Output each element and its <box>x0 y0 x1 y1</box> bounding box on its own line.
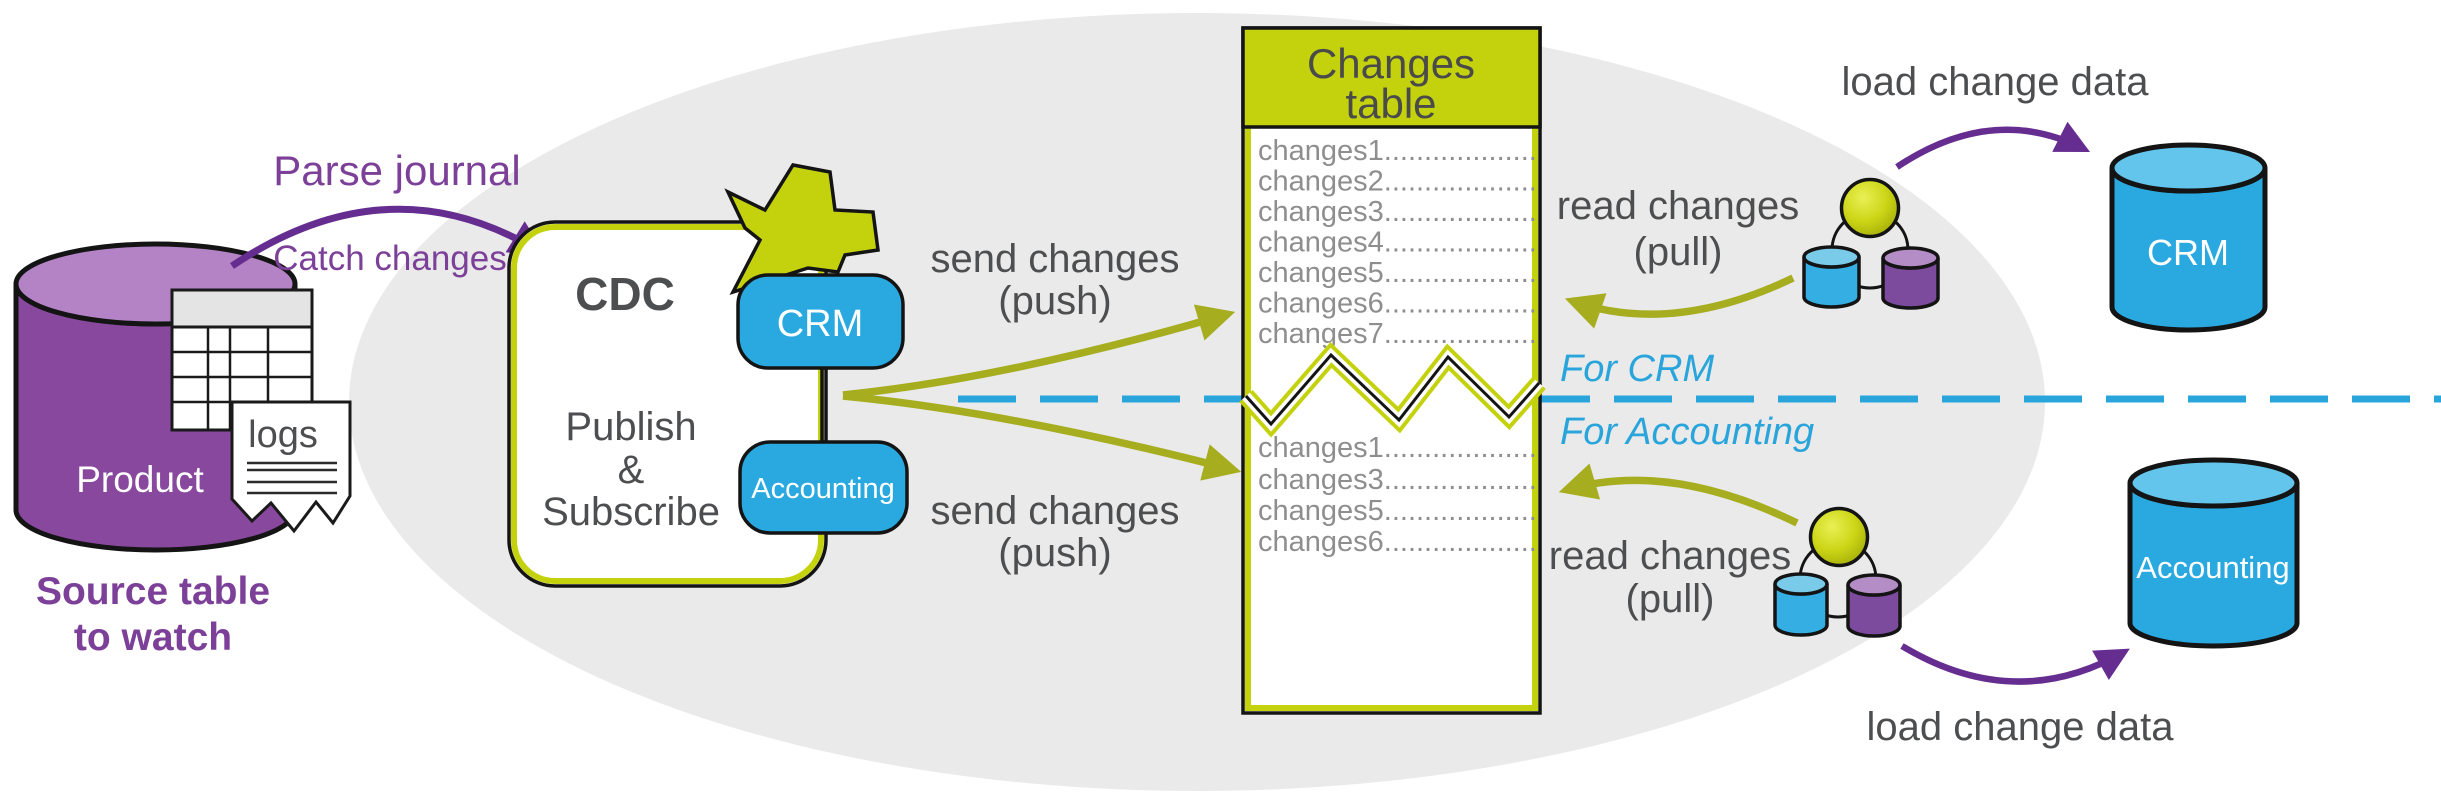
logs-label: logs <box>248 414 318 456</box>
logs-document-icon: logs <box>230 400 352 534</box>
crm-row: changes6................... <box>1258 288 1537 320</box>
crm-publication-label: CRM <box>777 303 864 345</box>
changes-table: Changes table changes1..................… <box>1239 26 1546 715</box>
replication-agent-icon-crm <box>1802 177 1940 310</box>
load-change-data-accounting-arrow <box>1900 643 2130 685</box>
crm-row: changes4................... <box>1258 227 1537 259</box>
changes-table-header <box>1241 26 1542 129</box>
source-caption-line2: to watch <box>74 616 232 659</box>
accounting-row: changes6................... <box>1258 526 1537 558</box>
changes-table-outer <box>1241 26 1542 715</box>
crm-row: changes5................... <box>1258 257 1537 289</box>
read-changes-crm-line2: (pull) <box>1634 230 1723 274</box>
replication-agent-icon-accounting <box>1773 506 1902 638</box>
read-changes-accounting-arrow <box>1558 463 1799 527</box>
source-db-label: Product <box>76 459 204 500</box>
read-changes-crm-line1: read changes <box>1557 184 1799 228</box>
burst-star-icon <box>724 163 880 295</box>
parse-journal-arrow <box>230 205 547 269</box>
cdc-title: CDC <box>575 268 675 320</box>
changes-rows-crm: changes1................... changes2....… <box>1258 135 1537 350</box>
read-changes-accounting-line2: (pull) <box>1626 577 1715 621</box>
send-changes-accounting-line1: send changes <box>930 489 1179 533</box>
send-changes-accounting-line2: (push) <box>998 531 1111 575</box>
crm-db-label: CRM <box>2147 232 2229 273</box>
read-changes-crm-arrow <box>1564 274 1795 329</box>
cdc-subtitle-line1: Publish <box>565 405 696 449</box>
send-changes-crm-line2: (push) <box>998 279 1111 323</box>
cdc-subtitle-line2: & <box>618 448 645 492</box>
accounting-row: changes1................... <box>1258 432 1537 464</box>
crm-db-cylinder-top <box>2109 142 2268 194</box>
parse-journal-label: Parse journal <box>273 147 520 194</box>
changes-table-title-line2: table <box>1345 80 1436 127</box>
accounting-db-label: Accounting <box>2136 550 2289 585</box>
crm-publication-badge <box>736 273 905 370</box>
accounting-db-cylinder-top <box>2127 457 2300 509</box>
partition-label-accounting: For Accounting <box>1560 411 1814 453</box>
push-flows: send changes (push) send changes (push) <box>842 237 1242 575</box>
cdc-engine-group: CDC Publish & Subscribe CRM Accounting <box>507 163 909 588</box>
send-changes-accounting-arrow <box>842 392 1242 481</box>
accounting-row: changes3................... <box>1258 464 1537 496</box>
load-change-data-crm-label: load change data <box>1842 60 2150 104</box>
crm-row: changes2................... <box>1258 166 1537 198</box>
table-tear-zigzag <box>1239 341 1546 438</box>
cdc-subtitle-line3: Subscribe <box>542 490 720 534</box>
crm-consumer-group: read changes (pull) load change data CRM <box>1557 60 2268 333</box>
send-changes-crm-arrow <box>842 304 1236 399</box>
changes-table-title-line1: Changes <box>1307 40 1475 87</box>
accounting-consumer-group: read changes (pull) load change data Acc… <box>1549 457 2300 749</box>
crm-row: changes7................... <box>1258 318 1537 350</box>
catch-changes-label: Catch changes <box>273 239 506 278</box>
crm-row: changes1................... <box>1258 135 1537 167</box>
source-database-group: logs Product Source table to watch <box>13 241 352 659</box>
partition-label-crm: For CRM <box>1560 348 1714 390</box>
accounting-publication-label: Accounting <box>751 473 895 505</box>
crm-row: changes3................... <box>1258 196 1537 228</box>
source-caption-line1: Source table <box>36 570 270 613</box>
load-change-data-crm-arrow <box>1895 121 2091 170</box>
accounting-publication-badge <box>738 440 909 535</box>
load-change-data-accounting-label: load change data <box>1867 705 2175 749</box>
accounting-row: changes5................... <box>1258 495 1537 527</box>
send-changes-crm-line1: send changes <box>930 237 1179 281</box>
read-changes-accounting-line1: read changes <box>1549 534 1791 578</box>
changes-rows-accounting: changes1................... changes3....… <box>1258 432 1537 558</box>
parse-journal-flow: Parse journal Catch changes <box>230 147 547 278</box>
